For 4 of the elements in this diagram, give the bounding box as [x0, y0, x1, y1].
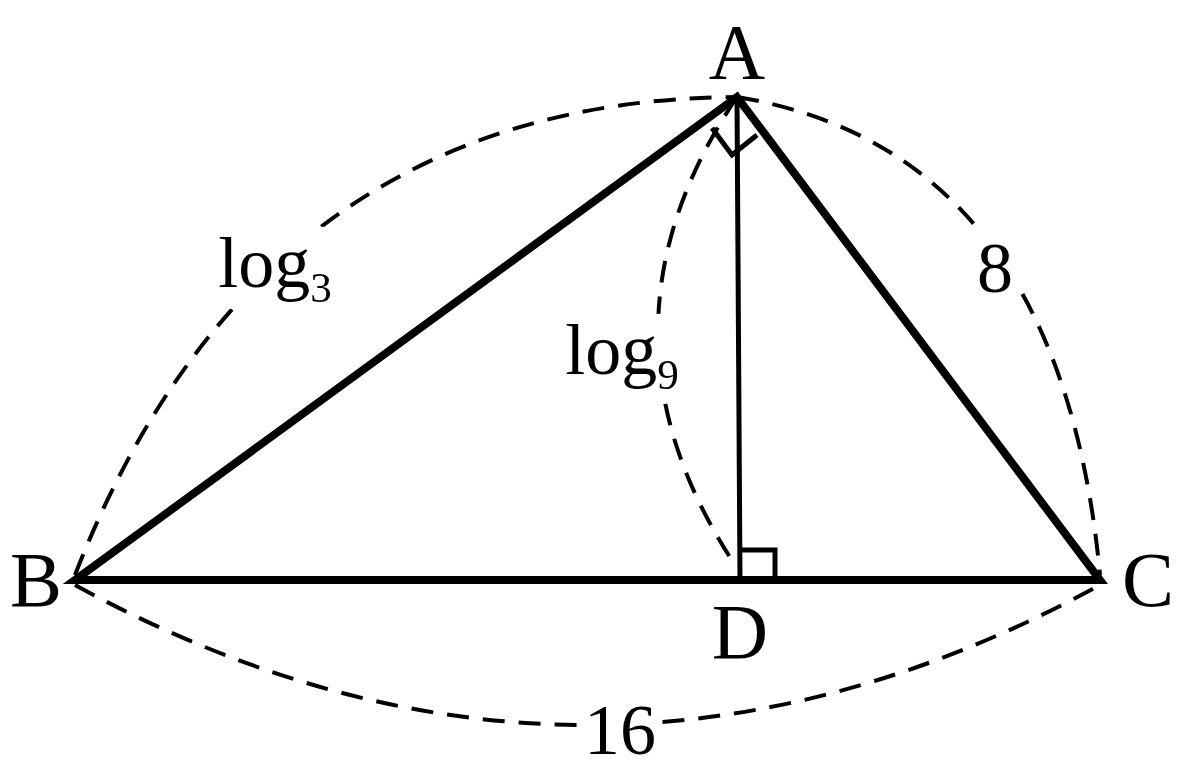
vertex-label: A [707, 13, 767, 91]
vertex-label: D [710, 593, 770, 671]
vertex-label: B [9, 541, 63, 619]
vertex-label: C [1121, 541, 1175, 619]
